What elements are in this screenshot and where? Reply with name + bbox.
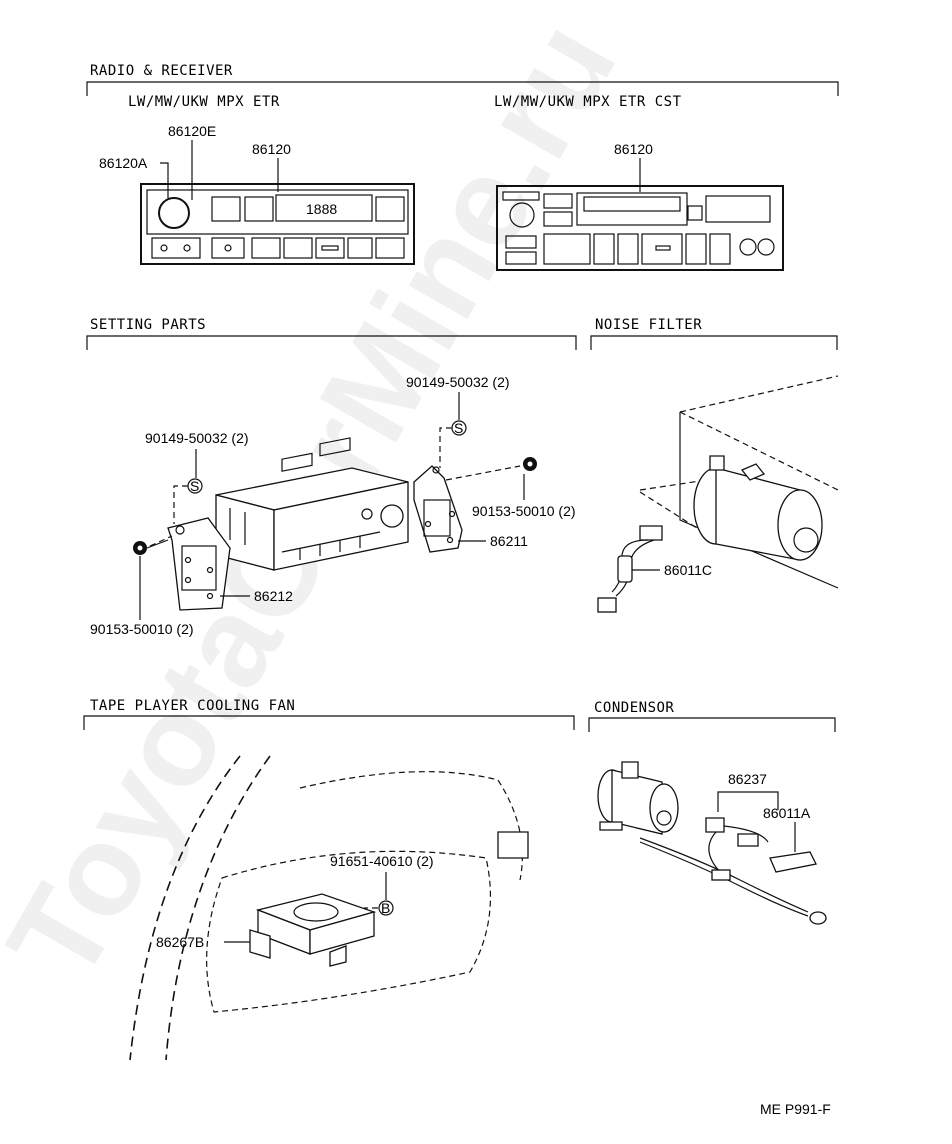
screw-left: S xyxy=(173,449,203,524)
radio-assembly xyxy=(215,437,409,571)
noise-filter-harness xyxy=(597,525,663,613)
label-86120A: 86120A xyxy=(99,155,148,171)
condensor-motor xyxy=(597,761,679,835)
section-title-noise: NOISE FILTER xyxy=(595,317,702,333)
label-nut-right: 90153-50010 (2) xyxy=(472,503,576,519)
label-86011A: 86011A xyxy=(763,805,811,821)
body-line-2 xyxy=(165,755,271,1061)
section-title-setting: SETTING PARTS xyxy=(90,317,206,333)
label-nut-left: 90153-50010 (2) xyxy=(90,621,194,637)
nut-right xyxy=(445,457,537,500)
fan-screw: B xyxy=(364,900,394,916)
nut-left xyxy=(133,535,173,555)
section-title-radio: RADIO & RECEIVER xyxy=(90,63,233,79)
variant-label-left: LW/MW/UKW MPX ETR xyxy=(128,94,280,110)
label-86212: 86212 xyxy=(254,588,293,604)
label-86011C: 86011C xyxy=(664,562,712,578)
section-bracket-setting xyxy=(86,335,577,350)
fan-screw-symbol: B xyxy=(381,900,390,916)
cooling-fan-unit xyxy=(249,893,377,967)
panel-outline xyxy=(206,850,491,1013)
screw-symbol-left: S xyxy=(190,478,199,494)
screw-right: S xyxy=(439,392,467,468)
radio-receiver-section: RADIO & RECEIVER LW/MW/UKW MPX ETR LW/MW… xyxy=(86,63,839,271)
section-bracket-condensor xyxy=(588,717,836,732)
variant-label-right: LW/MW/UKW MPX ETR CST xyxy=(494,94,682,110)
page-reference: ME P991-F xyxy=(760,1101,831,1117)
label-91651: 91651-40610 (2) xyxy=(330,853,434,869)
body-line-1 xyxy=(129,755,241,1061)
housing-edge-top xyxy=(679,375,839,413)
leader-86237 xyxy=(717,791,779,812)
label-86120-right: 86120 xyxy=(614,141,653,157)
clip-part xyxy=(497,831,529,859)
body-line-3 xyxy=(299,771,523,881)
cooling-fan-section: TAPE PLAYER COOLING FAN B 91651-40610 (2… xyxy=(83,698,575,1061)
bracket-86211 xyxy=(413,465,463,553)
condensor-harness xyxy=(639,817,827,925)
label-86120E: 86120E xyxy=(168,123,216,139)
bracket-hidden-lines xyxy=(639,477,721,531)
section-bracket-radio xyxy=(86,81,839,96)
section-bracket-noise xyxy=(590,335,838,350)
motor-assembly xyxy=(693,455,823,561)
section-title-fan: TAPE PLAYER COOLING FAN xyxy=(90,698,295,714)
screw-symbol-right: S xyxy=(454,420,463,436)
label-screw-right: 90149-50032 (2) xyxy=(406,374,510,390)
section-bracket-fan xyxy=(83,715,575,730)
section-title-condensor: CONDENSOR xyxy=(594,700,674,716)
housing-edge-front xyxy=(679,412,839,589)
radio-display: 1888 xyxy=(306,201,337,217)
bracket-86212 xyxy=(167,517,231,611)
noise-filter-section: NOISE FILTER 86011C xyxy=(590,317,839,613)
label-screw-left: 90149-50032 (2) xyxy=(145,430,249,446)
setting-parts-section: SETTING PARTS xyxy=(86,317,577,637)
condenser-86011A xyxy=(769,851,817,873)
leader-86120A xyxy=(160,162,169,198)
label-86237: 86237 xyxy=(728,771,767,787)
label-86211: 86211 xyxy=(490,533,528,549)
label-86120-left: 86120 xyxy=(252,141,291,157)
label-86267B: 86267B xyxy=(156,934,204,950)
condensor-section: CONDENSOR 86237 86011A xyxy=(588,700,836,925)
